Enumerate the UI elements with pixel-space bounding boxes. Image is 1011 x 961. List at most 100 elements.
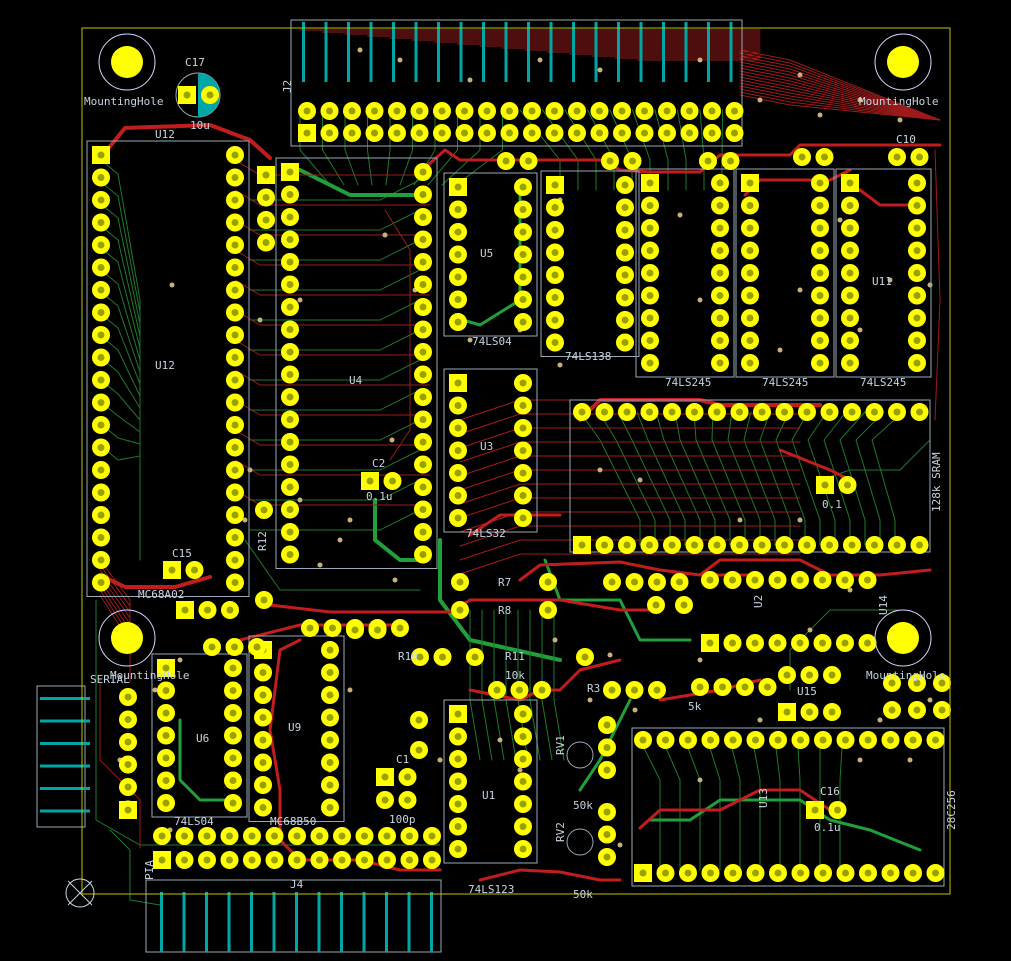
drill-hole	[316, 856, 323, 864]
drill-hole	[816, 179, 824, 187]
drill-hole	[752, 736, 759, 744]
drill-hole	[639, 736, 647, 744]
label-u5-val: 74LS04	[472, 335, 512, 348]
drill-hole	[286, 281, 294, 288]
via	[887, 277, 893, 283]
drill-hole	[716, 314, 724, 322]
drill-hole	[262, 171, 270, 179]
drill-hole	[428, 832, 436, 840]
drill-hole	[551, 204, 559, 211]
drill-hole	[519, 228, 527, 236]
drill-hole	[811, 806, 819, 814]
drill-hole	[846, 337, 854, 344]
drill-hole	[916, 541, 923, 549]
drill-hole	[708, 129, 716, 137]
trace	[234, 369, 431, 386]
drill-hole	[729, 736, 737, 744]
drill-hole	[653, 578, 661, 586]
drill-hole	[231, 219, 239, 226]
trace	[322, 109, 345, 186]
drill-hole	[603, 721, 611, 729]
pia-pin	[227, 892, 231, 952]
trace	[100, 445, 141, 561]
via	[347, 687, 353, 693]
trace	[234, 279, 431, 296]
drill-hole	[329, 624, 336, 632]
drill-hole	[646, 179, 654, 187]
pia-pin	[295, 892, 298, 952]
trace	[871, 411, 904, 546]
drill-hole	[181, 606, 189, 614]
trace	[268, 598, 662, 614]
drill-hole	[719, 683, 726, 691]
drill-hole	[231, 556, 239, 564]
trace	[478, 868, 622, 882]
via	[857, 97, 863, 103]
via	[347, 517, 353, 523]
drill-hole	[231, 444, 239, 451]
via	[927, 697, 933, 703]
drill-hole	[846, 292, 854, 299]
u1-outline	[443, 699, 538, 864]
u9top-outline	[735, 168, 835, 378]
drill-hole	[846, 179, 854, 187]
drill-hole	[816, 337, 824, 344]
pia-pin	[340, 892, 343, 952]
label-u2: U2	[752, 595, 765, 608]
drill-hole	[231, 643, 238, 651]
trace	[99, 679, 141, 849]
drill-hole	[454, 402, 462, 409]
drill-hole	[124, 693, 132, 701]
drill-hole	[97, 219, 105, 226]
drill-hole	[551, 316, 559, 324]
drill-hole	[419, 416, 427, 423]
drill-hole	[454, 206, 462, 213]
drill-hole	[231, 241, 239, 249]
drill-hole	[834, 806, 841, 814]
drill-hole	[419, 303, 427, 311]
drill-hole	[608, 578, 616, 586]
connector-body-layer	[40, 22, 733, 952]
via	[632, 707, 638, 713]
drill-hole	[519, 251, 527, 258]
drill-hole	[519, 424, 527, 432]
drill-hole	[746, 202, 754, 209]
drill-hole	[326, 107, 333, 115]
via	[397, 57, 403, 63]
via	[392, 577, 398, 583]
drill-hole	[596, 129, 603, 137]
trace	[469, 609, 481, 761]
label-rv2: RV2	[554, 822, 567, 842]
trace	[427, 109, 458, 186]
drill-hole	[231, 196, 239, 204]
drill-hole	[841, 576, 849, 584]
drill-hole	[938, 679, 946, 687]
drill-hole	[519, 206, 527, 213]
drill-hole	[454, 823, 462, 830]
j2-pin	[639, 22, 643, 82]
via	[677, 212, 683, 218]
drill-hole	[226, 832, 233, 840]
drill-hole	[262, 194, 270, 201]
drill-hole	[662, 869, 669, 877]
drill-hole	[124, 716, 132, 723]
drill-hole	[231, 264, 239, 271]
label-mounting-tl: MountingHole	[84, 95, 163, 108]
drill-hole	[707, 869, 714, 877]
trace	[693, 411, 731, 546]
trace	[636, 411, 686, 546]
label-r8: R8	[498, 604, 511, 617]
drill-hole	[746, 269, 754, 277]
drill-hole	[631, 578, 638, 586]
drill-hole	[752, 869, 759, 877]
drill-hole	[519, 447, 527, 454]
label-u9-val: MC68B50	[270, 815, 316, 828]
drill-hole	[374, 626, 381, 634]
label-u3: U3	[480, 440, 493, 453]
drill-hole	[538, 686, 546, 694]
pia-pin	[407, 892, 411, 952]
label-u7-val: 74LS138	[565, 350, 611, 363]
drill-hole	[162, 687, 170, 694]
drill-hole	[916, 408, 923, 416]
